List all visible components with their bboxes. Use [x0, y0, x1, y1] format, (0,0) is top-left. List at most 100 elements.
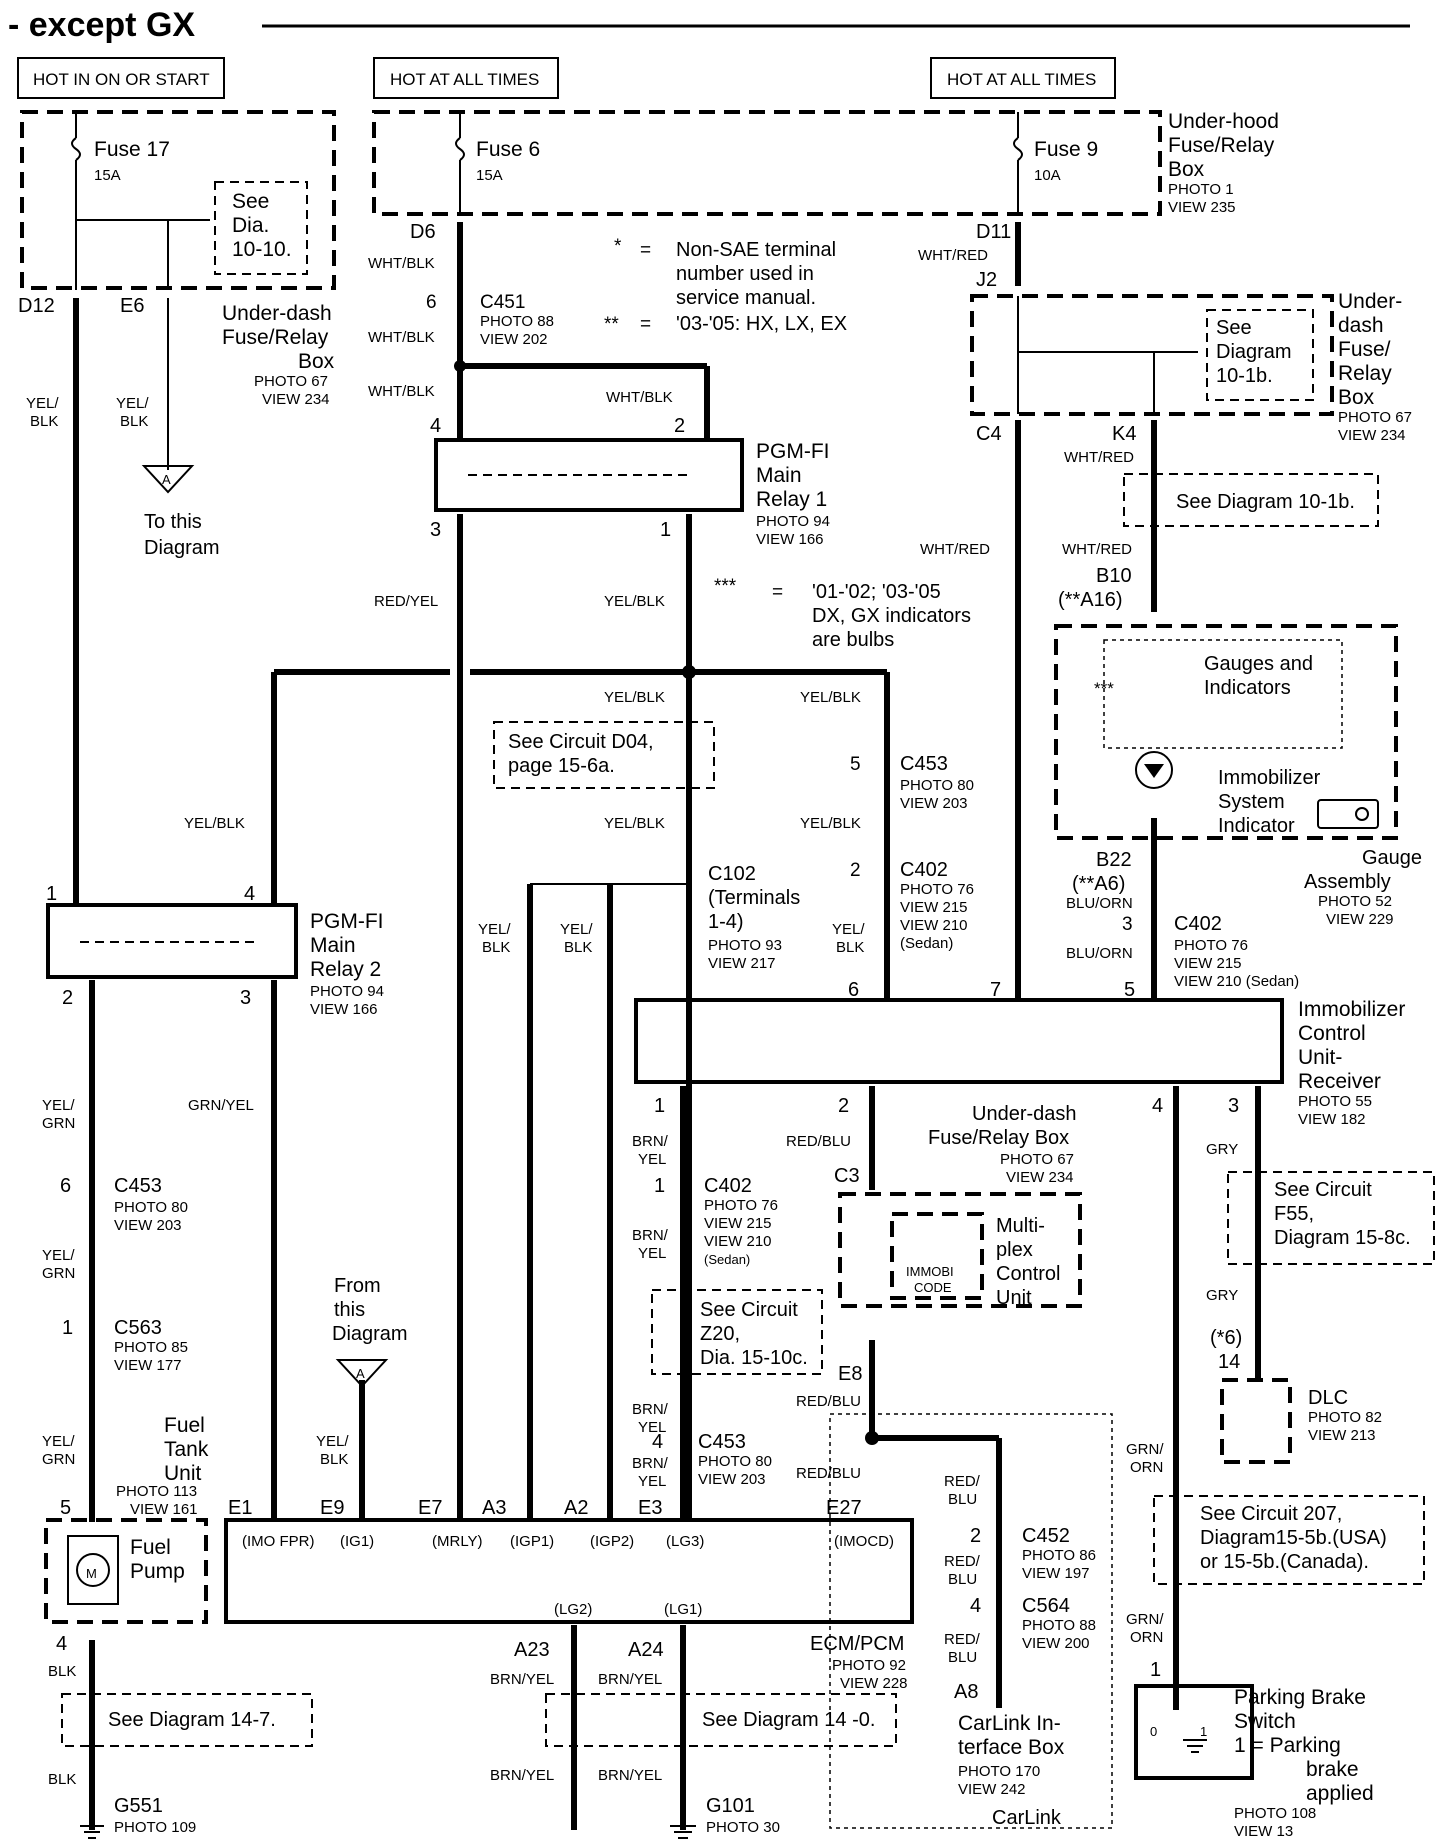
svg-text:BLU: BLU [948, 1571, 977, 1588]
svg-text:Z20,: Z20, [700, 1323, 740, 1345]
svg-text:Under-dash: Under-dash [222, 302, 332, 325]
svg-text:PHOTO 94: PHOTO 94 [310, 983, 384, 1000]
svg-text:VIEW 177: VIEW 177 [114, 1357, 182, 1374]
svg-text:***: *** [714, 576, 737, 597]
svg-text:3: 3 [1228, 1095, 1239, 1117]
svg-text:10-1b.: 10-1b. [1216, 365, 1273, 387]
svg-text:C452: C452 [1022, 1525, 1070, 1547]
fuse-label: Fuse 6 [476, 138, 540, 161]
fuse-symbols [71, 137, 1023, 161]
svg-text:PHOTO 80: PHOTO 80 [698, 1453, 772, 1470]
fuse-box-outlines [20, 110, 1379, 527]
wires [73, 112, 1261, 1830]
diagram-title: - except GX [8, 6, 195, 44]
svg-text:BLU/ORN: BLU/ORN [1066, 895, 1133, 912]
svg-text:GRN/YEL: GRN/YEL [188, 1097, 254, 1114]
svg-text:PHOTO 76: PHOTO 76 [900, 881, 974, 898]
svg-text:6: 6 [426, 292, 437, 313]
svg-text:Fuel: Fuel [130, 1536, 171, 1559]
svg-text:Diagram: Diagram [144, 537, 220, 559]
svg-text:VIEW 213: VIEW 213 [1308, 1427, 1376, 1444]
svg-text:(LG1): (LG1) [664, 1601, 702, 1618]
svg-text:4: 4 [970, 1595, 981, 1617]
svg-text:YEL: YEL [638, 1245, 666, 1262]
svg-text:Fuse/Relay Box: Fuse/Relay Box [928, 1127, 1069, 1149]
svg-text:C4: C4 [976, 423, 1002, 445]
power-source-label: HOT IN ON OR START [33, 70, 210, 89]
svg-text:BLU: BLU [948, 1649, 977, 1666]
svg-text:E1: E1 [228, 1497, 252, 1519]
svg-text:VIEW 217: VIEW 217 [708, 955, 776, 972]
svg-text:VIEW 235: VIEW 235 [1168, 199, 1236, 216]
svg-text:See Circuit: See Circuit [1274, 1179, 1372, 1201]
svg-text:4: 4 [652, 1431, 663, 1453]
svg-text:0: 0 [1150, 1724, 1157, 1739]
svg-text:RED/BLU: RED/BLU [786, 1133, 851, 1150]
svg-text:BLK: BLK [564, 939, 592, 956]
svg-text:GRY: GRY [1206, 1287, 1238, 1304]
svg-text:PHOTO 67: PHOTO 67 [1000, 1151, 1074, 1168]
svg-text:number used in: number used in [676, 263, 814, 285]
svg-text:Main: Main [756, 464, 802, 487]
svg-text:=: = [640, 314, 651, 335]
svg-text:VIEW 203: VIEW 203 [900, 795, 968, 812]
svg-text:Pump: Pump [130, 1560, 185, 1583]
svg-text:PHOTO 88: PHOTO 88 [480, 313, 554, 330]
svg-text:page 15-6a.: page 15-6a. [508, 755, 615, 777]
svg-text:BRN/: BRN/ [632, 1401, 669, 1418]
svg-text:VIEW 200: VIEW 200 [1022, 1635, 1090, 1652]
svg-text:Control: Control [996, 1263, 1060, 1285]
svg-text:VIEW 242: VIEW 242 [958, 1781, 1026, 1798]
svg-text:5: 5 [1124, 979, 1135, 1001]
svg-text:3: 3 [240, 987, 251, 1009]
svg-text:**: ** [604, 314, 619, 335]
svg-text:VIEW 229: VIEW 229 [1326, 911, 1394, 928]
svg-text:BLU: BLU [948, 1491, 977, 1508]
svg-text:BLK: BLK [320, 1451, 348, 1468]
svg-text:RED/: RED/ [944, 1473, 981, 1490]
svg-text:WHT/BLK: WHT/BLK [368, 329, 435, 346]
svg-text:YEL/BLK: YEL/BLK [604, 593, 665, 610]
svg-text:1: 1 [1200, 1724, 1207, 1739]
svg-text:PHOTO 76: PHOTO 76 [1174, 937, 1248, 954]
svg-text:PGM-FI: PGM-FI [756, 440, 830, 463]
svg-text:See Circuit 207,: See Circuit 207, [1200, 1503, 1342, 1525]
svg-text:YEL/BLK: YEL/BLK [604, 815, 665, 832]
svg-text:14: 14 [1218, 1351, 1240, 1373]
svg-text:Dia. 15-10c.: Dia. 15-10c. [700, 1347, 808, 1369]
svg-text:YEL/: YEL/ [42, 1433, 75, 1450]
relay-boxes [46, 438, 744, 979]
svg-text:2: 2 [838, 1095, 849, 1117]
svg-text:Unit: Unit [164, 1462, 202, 1485]
svg-text:Immobilizer: Immobilizer [1298, 998, 1405, 1021]
svg-text:See Circuit: See Circuit [700, 1299, 798, 1321]
svg-text:YEL/: YEL/ [116, 395, 149, 412]
svg-text:(IG1): (IG1) [340, 1533, 374, 1550]
svg-text:Under-hood: Under-hood [1168, 110, 1279, 133]
svg-text:G101: G101 [706, 1795, 755, 1817]
svg-text:PHOTO 52: PHOTO 52 [1318, 893, 1392, 910]
svg-text:'03-'05: HX, LX, EX: '03-'05: HX, LX, EX [676, 313, 847, 335]
svg-text:RED/: RED/ [944, 1553, 981, 1570]
svg-text:1: 1 [654, 1095, 665, 1117]
svg-text:PHOTO 94: PHOTO 94 [756, 513, 830, 530]
svg-text:YEL/: YEL/ [26, 395, 59, 412]
svg-text:4: 4 [56, 1633, 67, 1655]
svg-text:Fuse/Relay: Fuse/Relay [1168, 134, 1275, 157]
svg-text:C453: C453 [114, 1175, 162, 1197]
svg-text:YEL/: YEL/ [316, 1433, 349, 1450]
svg-text:PHOTO 92: PHOTO 92 [832, 1657, 906, 1674]
svg-text:IMMOBI: IMMOBI [906, 1264, 954, 1279]
svg-text:Gauge: Gauge [1362, 847, 1422, 869]
svg-text:CODE: CODE [914, 1280, 952, 1295]
svg-text:C563: C563 [114, 1317, 162, 1339]
svg-text:DLC: DLC [1308, 1387, 1348, 1409]
svg-text:WHT/BLK: WHT/BLK [606, 389, 673, 406]
svg-text:(Sedan): (Sedan) [704, 1252, 750, 1267]
svg-text:See Diagram 10-1b.: See Diagram 10-1b. [1176, 491, 1355, 513]
svg-text:5: 5 [850, 754, 861, 775]
svg-text:E8: E8 [838, 1363, 862, 1385]
svg-text:See Circuit D04,: See Circuit D04, [508, 731, 654, 753]
svg-text:A: A [162, 472, 171, 487]
